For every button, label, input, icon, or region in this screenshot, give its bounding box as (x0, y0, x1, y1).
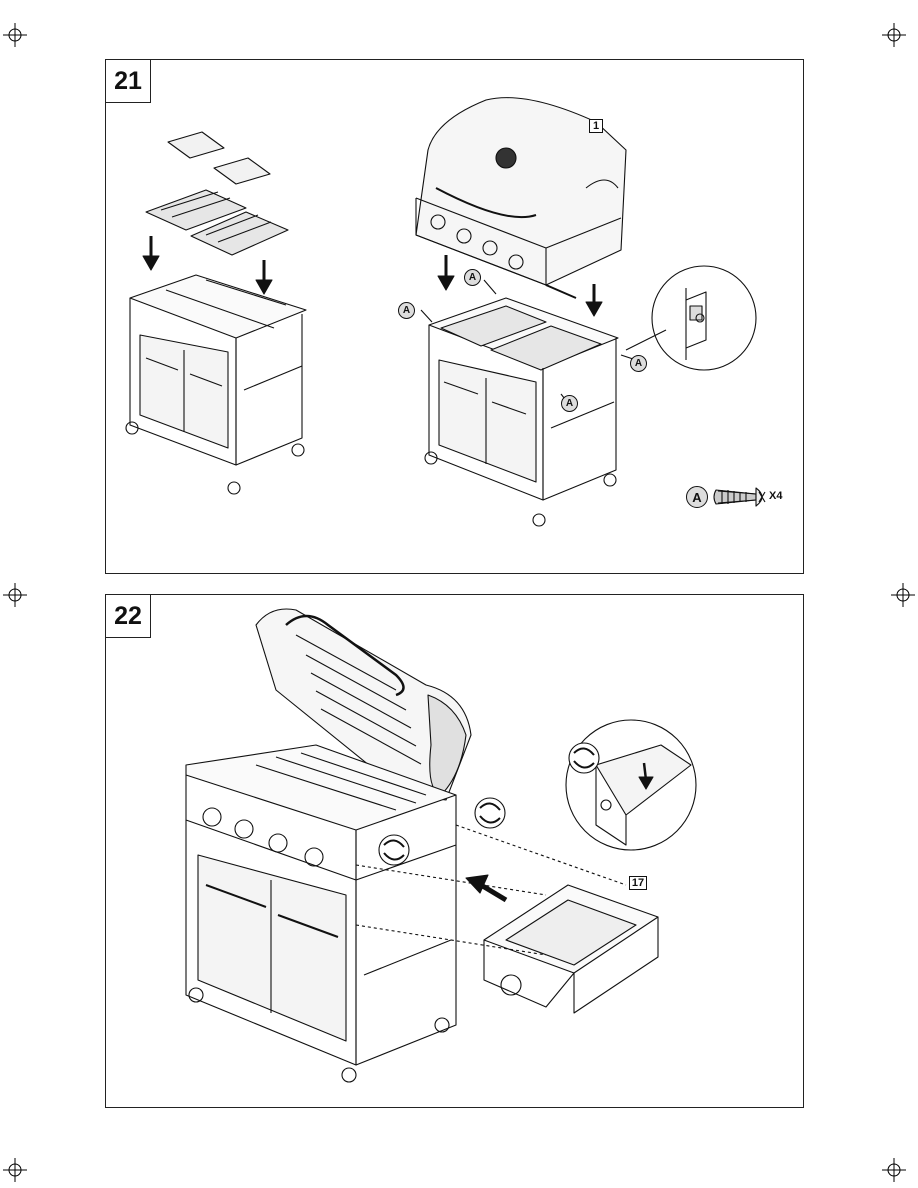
heat-deflector (168, 132, 224, 158)
cart-frame (130, 275, 306, 338)
registration-mark-top-right (882, 23, 906, 47)
registration-mark-bottom-right (882, 1158, 906, 1182)
screw-callout-a: A (630, 355, 647, 372)
registration-mark-mid-left (3, 583, 27, 607)
hardware-callout-a: A (686, 486, 708, 508)
step-22-panel: 22 (105, 594, 804, 1108)
screw-callout-a: A (561, 395, 578, 412)
heat-deflector (214, 158, 270, 184)
step-22-illustration (106, 595, 803, 1107)
registration-mark-mid-right (891, 583, 915, 607)
registration-mark-bottom-left (3, 1158, 27, 1182)
part-label-lid: 1 (589, 119, 603, 133)
part-label-side-burner: 17 (629, 876, 647, 890)
hardware-quantity: X4 (769, 490, 782, 502)
step-21-panel: 21 (105, 59, 804, 574)
screw-callout-a: A (398, 302, 415, 319)
screw-callout-a: A (464, 269, 481, 286)
registration-mark-top-left (3, 23, 27, 47)
